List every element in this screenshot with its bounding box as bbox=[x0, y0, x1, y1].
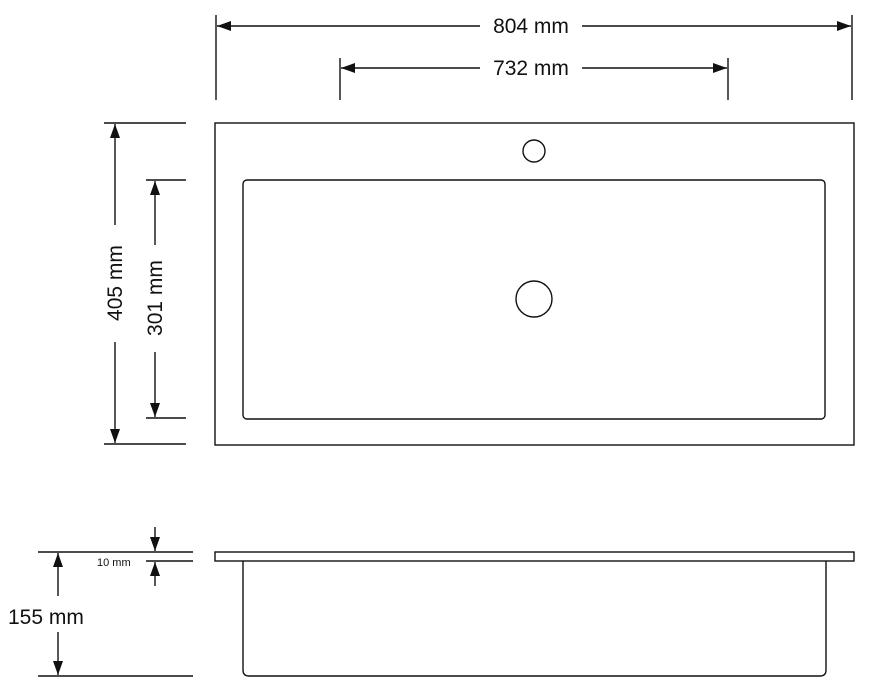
overall-width-label: 804 mm bbox=[493, 15, 569, 38]
tap-hole bbox=[522, 139, 546, 163]
drain-hole bbox=[515, 280, 553, 318]
overall-depth-label: 405 mm bbox=[104, 245, 127, 321]
total-height-label: 155 mm bbox=[8, 606, 84, 629]
sink-outer-outline bbox=[214, 122, 855, 446]
basin-inner-outline bbox=[242, 179, 826, 420]
rim-thickness-label: 10 mm bbox=[97, 557, 131, 569]
basin-profile bbox=[242, 561, 827, 677]
inner-depth-label: 301 mm bbox=[144, 260, 167, 336]
rim-profile bbox=[214, 551, 855, 562]
inner-width-label: 732 mm bbox=[493, 57, 569, 80]
